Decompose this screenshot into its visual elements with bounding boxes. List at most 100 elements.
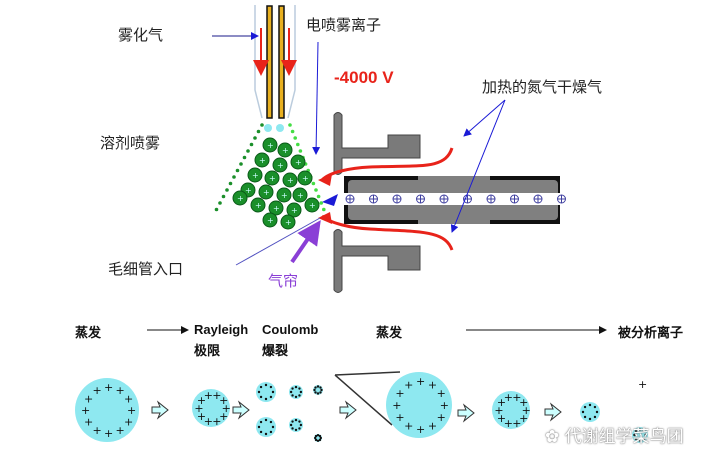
charge-plus: + [395, 387, 404, 400]
charge-dot [298, 394, 301, 397]
solvent-droplet [250, 197, 266, 213]
droplet-mark: + [267, 141, 274, 150]
ion-cross [557, 195, 566, 203]
charge-plus: + [204, 415, 213, 428]
cone-edge-dot [314, 188, 318, 192]
charge-dot [316, 392, 320, 395]
charge-plus: + [84, 392, 93, 405]
cone-edge-dot [228, 181, 233, 186]
droplet-mark: + [252, 171, 259, 180]
charge-plus: + [212, 389, 221, 402]
charge-plus: + [116, 424, 125, 437]
lens-plates [333, 112, 421, 293]
charge-dot [642, 437, 646, 441]
cone-edge-dot [249, 142, 254, 147]
solvent-droplet [297, 170, 313, 186]
solvent-droplet [262, 137, 278, 153]
process-arrow [457, 403, 475, 423]
charge-dot [319, 436, 322, 440]
charge-plus: + [512, 417, 521, 430]
solvent-droplet [276, 187, 292, 203]
charge-dot [271, 390, 275, 394]
free-ion: + [638, 378, 647, 391]
charge-dot [291, 427, 294, 430]
charge-dot [299, 423, 303, 427]
charge-dot [642, 429, 646, 433]
stage-coulomb: Coulomb [262, 322, 319, 337]
droplet-mark: + [273, 204, 280, 213]
charge-plus: + [497, 412, 506, 425]
droplet-mark: + [267, 216, 274, 225]
solvent-droplet [262, 212, 278, 228]
charge-dot [257, 390, 261, 394]
droplet-mark: + [245, 186, 252, 195]
solvent-droplet [232, 190, 248, 206]
charge-plus: + [219, 410, 228, 423]
droplet-mark: + [263, 188, 270, 197]
charge-plus: + [437, 387, 446, 400]
cone-edge-dot [293, 136, 298, 140]
charge-dot [319, 391, 322, 394]
charge-dot [271, 425, 275, 429]
charge-dot [583, 415, 587, 419]
charge-plus: + [219, 394, 228, 407]
charge-plus: + [416, 375, 425, 388]
charge-plus: + [440, 399, 449, 412]
charge-dot [593, 415, 597, 419]
cone-edge-dot [221, 194, 226, 199]
droplet-mark: + [255, 201, 262, 210]
solvent-droplet [258, 184, 274, 200]
charge-dot [314, 391, 317, 394]
label-voltage: -4000 V [334, 68, 394, 87]
charge-dot [644, 433, 647, 437]
ion-cross [510, 195, 519, 203]
solvent-droplet [268, 200, 284, 216]
charge-dot [294, 428, 298, 432]
watermark: ✿ 代谢组学菜鸟团 [545, 427, 684, 447]
charge-plus: + [504, 417, 513, 430]
droplet-mark: + [285, 218, 292, 227]
cone-edge-dot [296, 142, 300, 147]
stage-rayleigh-limit: 极限 [194, 344, 221, 359]
charge-plus: + [428, 420, 437, 433]
solvent-droplet [292, 187, 308, 203]
nebulizer-tube [253, 5, 297, 119]
solvent-droplet [254, 152, 270, 168]
solvent-droplet [272, 157, 288, 173]
stage-coulomb-fission: 爆裂 [262, 344, 289, 359]
label-electrospray-ions: 电喷雾离子 [306, 16, 382, 34]
ion-cross [346, 195, 354, 203]
charge-dot [313, 388, 316, 392]
cone-edge-dot [290, 129, 295, 134]
charge-dot [259, 385, 263, 389]
charge-dot [299, 390, 303, 394]
droplet-mark: + [302, 174, 309, 183]
charge-plus: + [212, 415, 221, 428]
charge-dot [588, 417, 592, 421]
charge-dot [294, 385, 298, 389]
drying-gas-lower [321, 214, 454, 251]
charge-dot [298, 427, 301, 430]
charge-plus: + [522, 404, 531, 417]
stage-analyte-ions: 被分析离子 [618, 326, 684, 341]
charge-dot [314, 386, 317, 389]
charged-droplet [192, 389, 230, 427]
mist-droplet [276, 124, 284, 132]
charge-dot [318, 434, 322, 438]
charge-dot [318, 438, 322, 442]
cone-edge-dot [218, 201, 222, 205]
charge-plus: + [124, 416, 133, 429]
charge-dot [289, 390, 293, 394]
charge-dot [291, 420, 294, 423]
label-curtain-gas: 气帘 [268, 272, 299, 290]
charge-dot [319, 386, 322, 389]
charge-dot [583, 405, 587, 409]
droplet-mark: + [287, 176, 294, 185]
charged-droplet [75, 378, 139, 442]
charge-dot [588, 403, 592, 407]
cone-edge-dot [298, 149, 303, 153]
ion-cross [393, 195, 401, 203]
process-arrow [151, 400, 169, 420]
cone-edge-dot [214, 207, 219, 212]
